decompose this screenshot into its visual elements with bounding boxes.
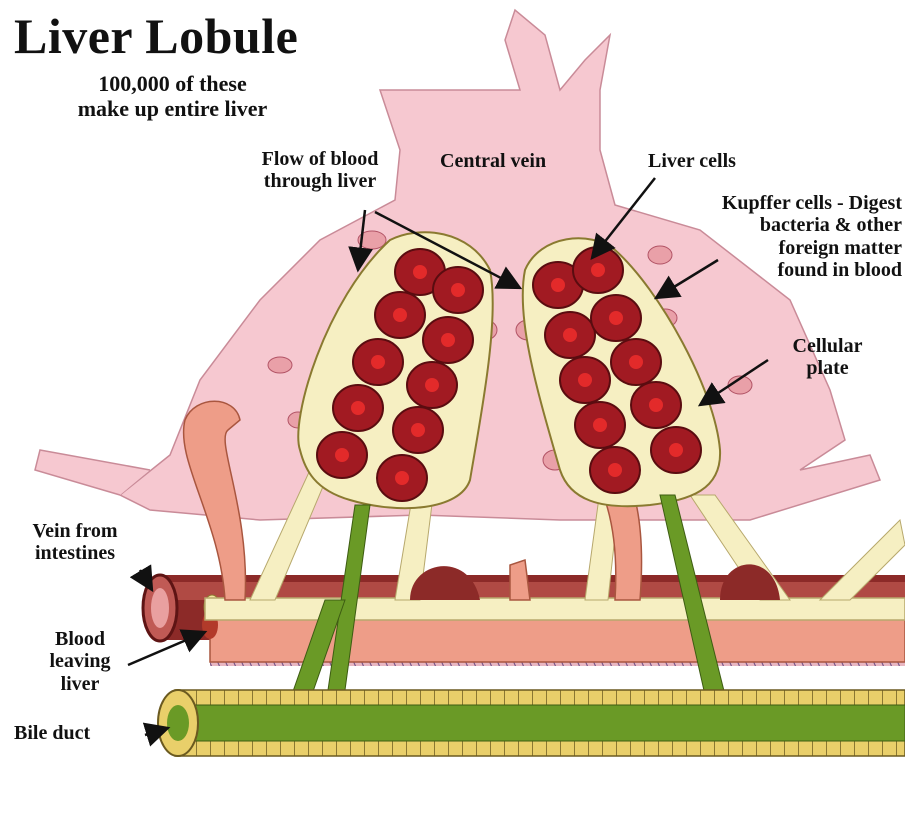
label-liver-cells: Liver cells xyxy=(648,150,736,172)
label-line: liver xyxy=(30,673,130,695)
diagram-subtitle: 100,000 of these make up entire liver xyxy=(40,72,305,121)
label-blood-leaving-liver: Blood leaving liver xyxy=(30,628,130,695)
bile-duct xyxy=(158,690,905,756)
plate-connector xyxy=(205,598,905,620)
diagram-title: Liver Lobule xyxy=(14,8,298,64)
label-line: foreign matter xyxy=(640,237,902,259)
label-line: Vein from xyxy=(10,520,140,542)
label-line: Flow of blood xyxy=(225,148,415,170)
label-line: plate xyxy=(770,357,885,379)
label-flow-of-blood: Flow of blood through liver xyxy=(225,148,415,193)
label-line: found in blood xyxy=(640,259,902,281)
label-kupffer-cells: Kupffer cells - Digest bacteria & other … xyxy=(640,192,902,282)
subtitle-line: make up entire liver xyxy=(40,97,305,122)
subtitle-line: 100,000 of these xyxy=(40,72,305,97)
label-line: through liver xyxy=(225,170,415,192)
vein-mound xyxy=(720,564,780,600)
label-line: Kupffer cells - Digest xyxy=(640,192,902,214)
label-central-vein: Central vein xyxy=(440,150,546,172)
label-bile-duct: Bile duct xyxy=(14,722,90,744)
label-line: intestines xyxy=(10,542,140,564)
label-cellular-plate: Cellular plate xyxy=(770,335,885,380)
label-line: leaving xyxy=(30,650,130,672)
label-vein-from-intestines: Vein from intestines xyxy=(10,520,140,565)
artery-branch xyxy=(510,560,530,600)
label-line: Cellular xyxy=(770,335,885,357)
label-line: bacteria & other xyxy=(640,214,902,236)
label-line: Blood xyxy=(30,628,130,650)
